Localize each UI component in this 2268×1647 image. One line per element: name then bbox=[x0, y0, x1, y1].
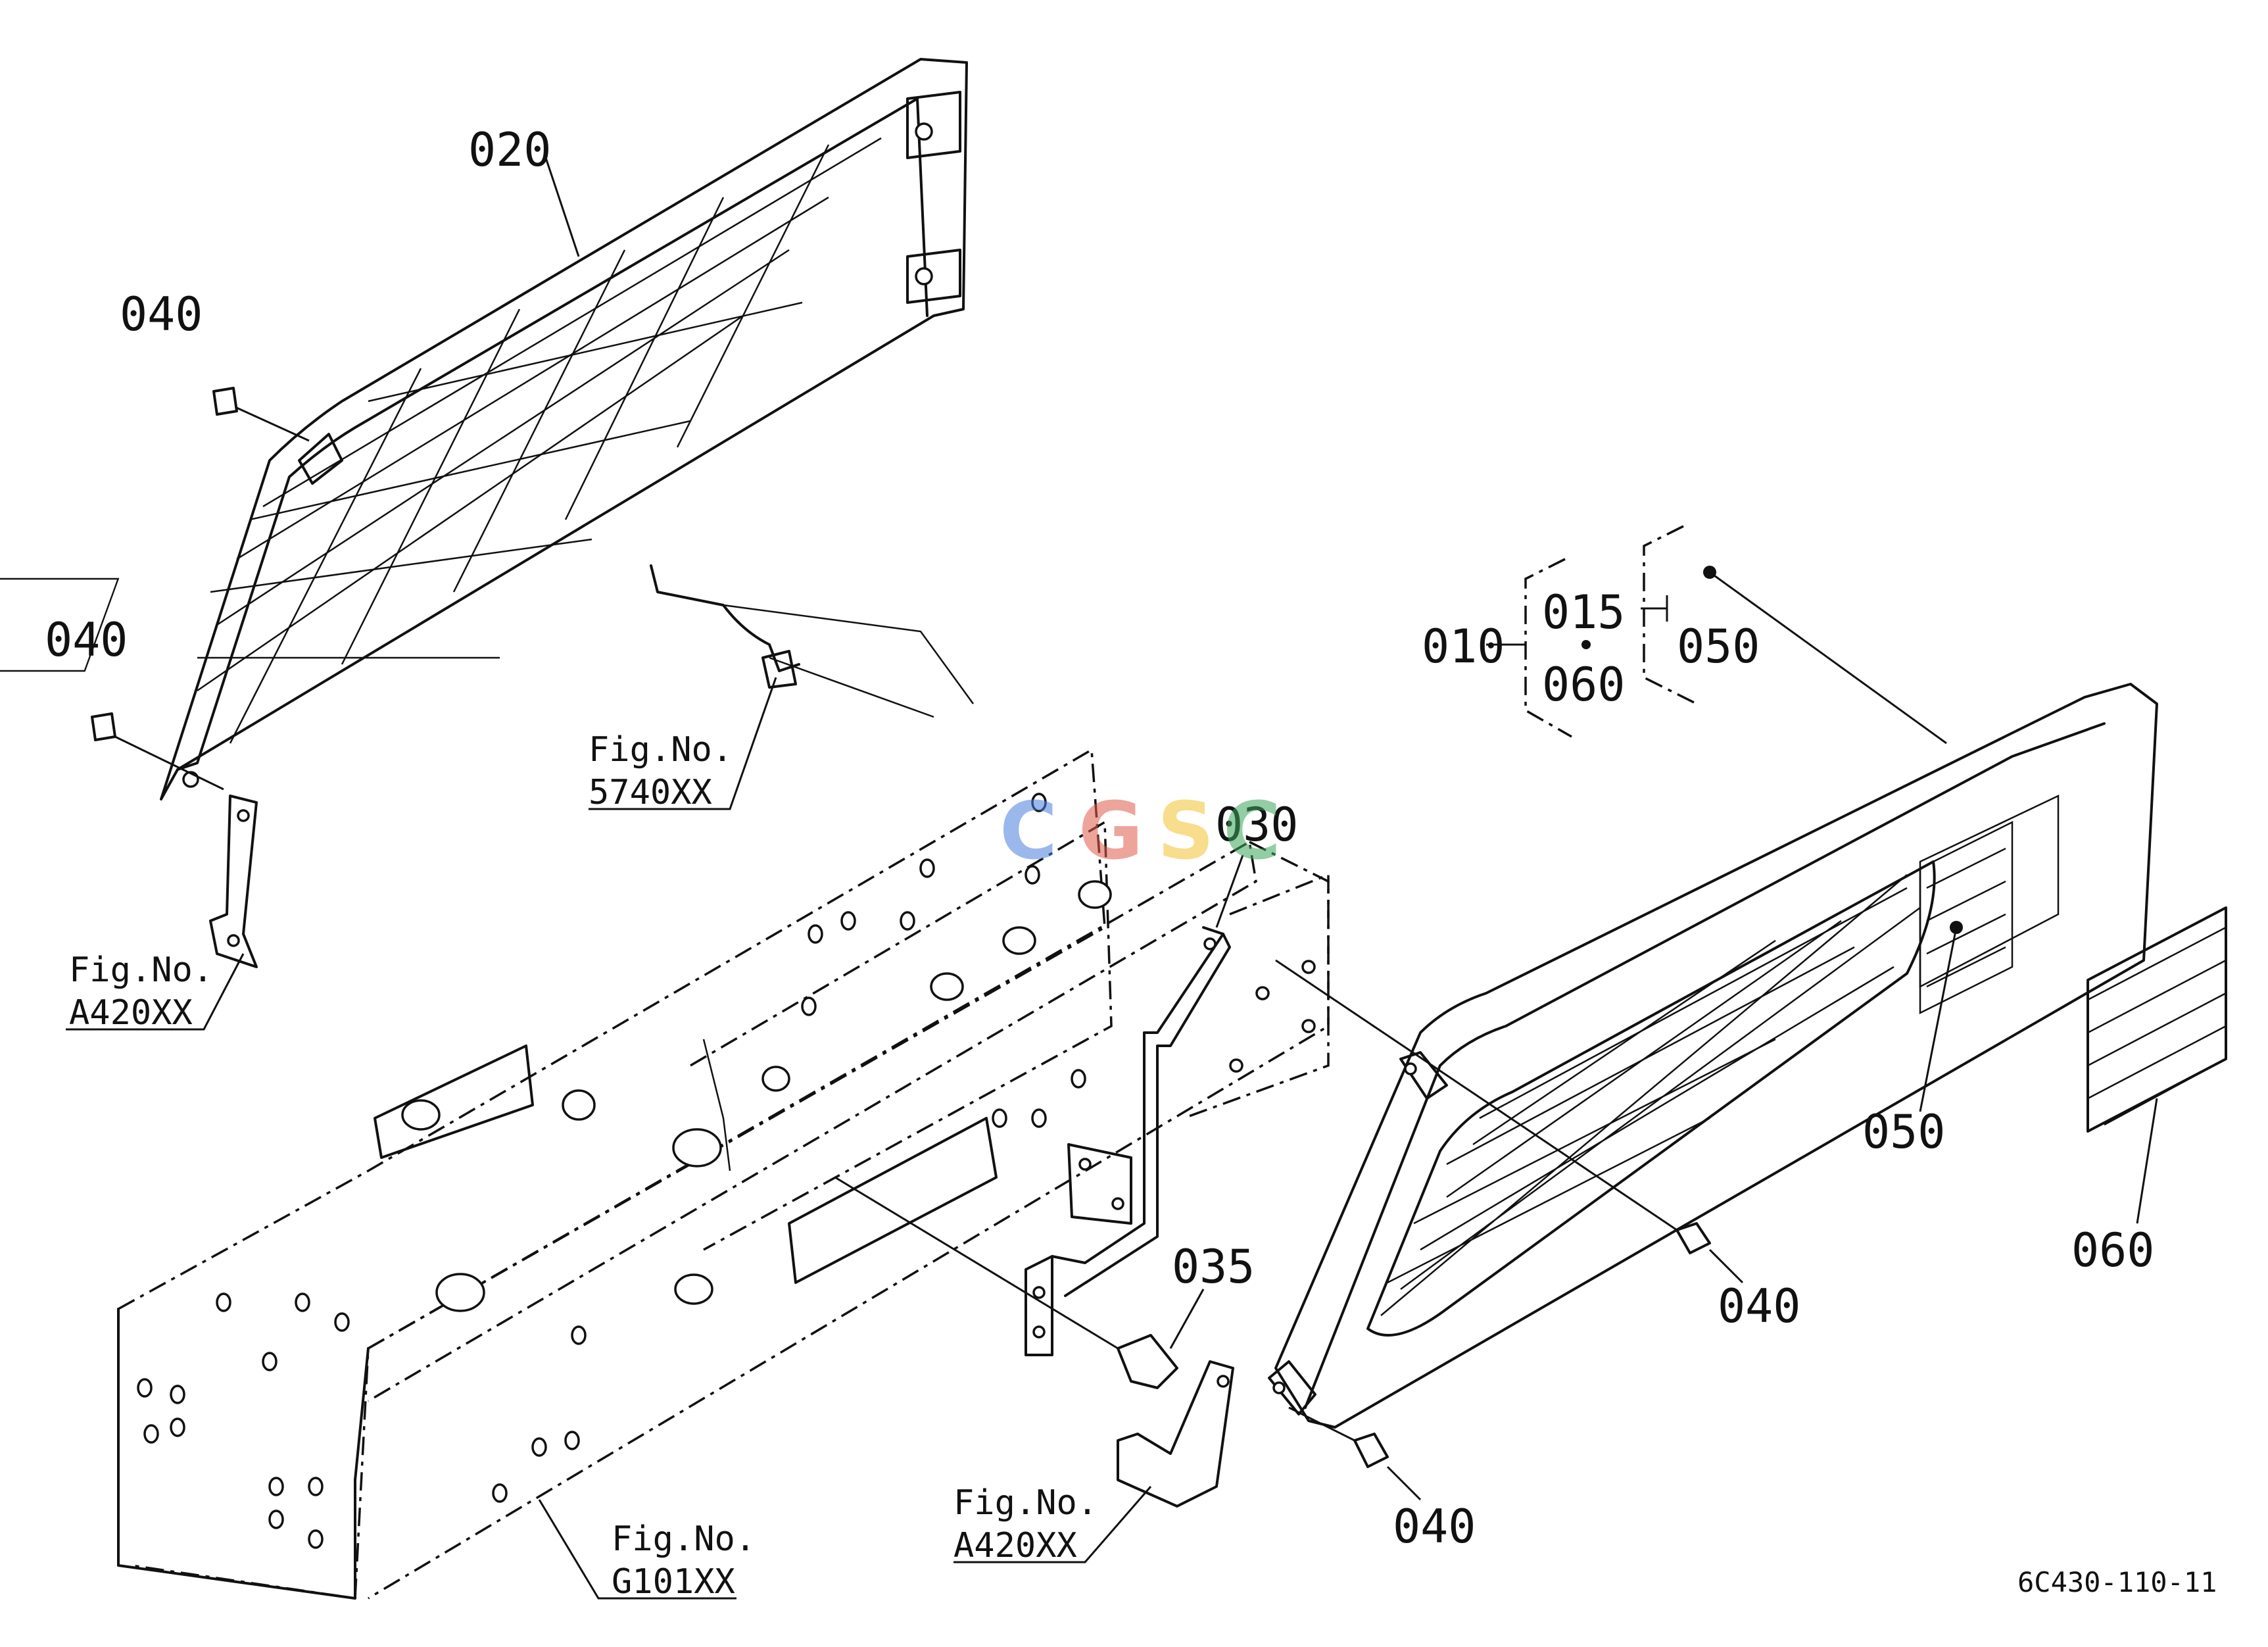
leader-ref-g101 bbox=[538, 1499, 736, 1600]
right-lower-bracket bbox=[1117, 1360, 1234, 1508]
bracket-030 bbox=[1025, 926, 1231, 1356]
left-lower-bracket bbox=[209, 795, 258, 968]
decal-050 bbox=[1919, 820, 2014, 1112]
ref-a420-right-code: A420XX bbox=[953, 1526, 1077, 1565]
decal-060 bbox=[2087, 906, 2227, 1224]
ref-g101-prefix: Fig.No. bbox=[612, 1519, 756, 1559]
ref-g101-code: G101XX bbox=[612, 1562, 735, 1602]
upper-mount-bracket bbox=[650, 564, 975, 718]
assembly-brackets bbox=[1486, 525, 1947, 745]
callout-040-left: 040 bbox=[45, 613, 128, 667]
leader-020 bbox=[544, 157, 580, 257]
bolt-040-left bbox=[91, 712, 224, 791]
callout-035: 035 bbox=[1172, 1240, 1255, 1294]
watermark-logo: C G S C bbox=[1000, 786, 1281, 877]
callout-030: 030 bbox=[1215, 798, 1298, 852]
assembly-060: 060 bbox=[1542, 658, 1625, 712]
callout-060: 060 bbox=[2071, 1223, 2154, 1277]
bolt-035 bbox=[834, 1176, 1178, 1389]
ref-a420-left-code: A420XX bbox=[69, 993, 193, 1033]
leader-030 bbox=[1215, 854, 1244, 928]
bolt-040-upper bbox=[212, 387, 310, 442]
frame-side-plate bbox=[1183, 873, 1330, 1119]
callout-050: 050 bbox=[1862, 1105, 1945, 1159]
leader-035 bbox=[1169, 1289, 1205, 1349]
watermark-letter-c2: C bbox=[1223, 786, 1281, 877]
watermark-letter-g: G bbox=[1078, 786, 1144, 877]
leader-ref-a420-right bbox=[953, 1486, 1152, 1563]
assembly-010: 010 bbox=[1422, 620, 1505, 674]
callout-040-bottom: 040 bbox=[1393, 1500, 1476, 1554]
main-frame bbox=[117, 748, 1330, 1600]
callout-040-upper: 040 bbox=[120, 287, 203, 341]
assembly-015: 015 bbox=[1542, 585, 1625, 639]
leader-ref-a420-left bbox=[66, 953, 245, 1031]
bolt-040-right bbox=[1275, 959, 1744, 1284]
callout-020: 020 bbox=[468, 123, 551, 177]
bolt-040-bottom bbox=[1288, 1406, 1422, 1501]
upper-grille-panel bbox=[0, 58, 968, 800]
ref-a420-left-prefix: Fig.No. bbox=[69, 950, 213, 990]
watermark-letter-s: S bbox=[1157, 786, 1214, 877]
ref-5740-prefix: Fig.No. bbox=[589, 730, 733, 770]
leader-ref-5740 bbox=[589, 677, 777, 810]
ref-5740-code: 5740XX bbox=[589, 773, 712, 812]
drawing-number: 6C430-110-11 bbox=[2017, 1566, 2217, 1598]
assembly-050: 050 bbox=[1677, 620, 1760, 674]
callout-040-right: 040 bbox=[1718, 1279, 1800, 1333]
ref-a420-right-prefix: Fig.No. bbox=[953, 1483, 1098, 1523]
watermark-letter-c1: C bbox=[1000, 786, 1057, 877]
right-grille-panel bbox=[1268, 683, 2158, 1429]
